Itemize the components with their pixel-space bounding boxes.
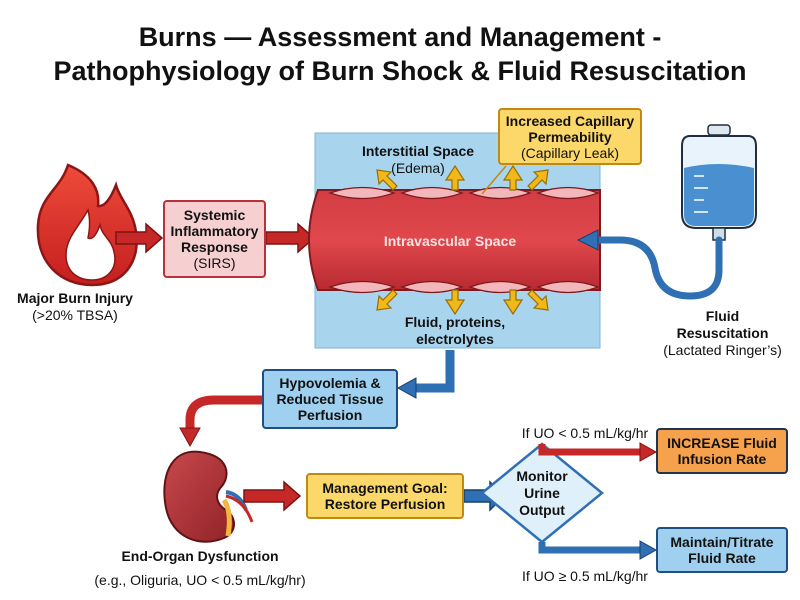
capillary-permeability-box: Increased Capillary Permeability (Capill…: [498, 108, 642, 165]
capillary-line-1: Increased Capillary: [505, 112, 635, 129]
maintain-line-2: Fluid Rate: [688, 550, 756, 566]
burn-name: Major Burn Injury: [17, 290, 133, 306]
monitor-line-3: Output: [519, 502, 565, 518]
goal-line-1: Management Goal:: [322, 480, 448, 496]
monitor-label: Monitor Urine Output: [502, 468, 582, 519]
hypovolemia-line-2: Reduced Tissue: [276, 391, 384, 407]
capillary-line-2: Permeability: [528, 128, 612, 145]
fluid-proteins-label: Fluid, proteins, electrolytes: [380, 314, 530, 348]
condition-low: If UO < 0.5 mL/kg/hr: [521, 425, 649, 441]
maintain-line-1: Maintain/Titrate: [670, 534, 774, 550]
arrow-monitor-to-maintain: [538, 542, 642, 554]
iv-bag-icon: [681, 124, 757, 241]
arrow-vessel-to-hypovolemia: [414, 350, 455, 393]
sirs-box: Systemic Inflammatory Response (SIRS): [163, 200, 266, 278]
condition-high: If UO ≥ 0.5 mL/kg/hr: [522, 568, 648, 584]
interstitial-name: Interstitial Space: [361, 143, 475, 159]
interstitial-label: Interstitial Space (Edema): [348, 143, 488, 177]
burn-label: Major Burn Injury (>20% TBSA): [0, 290, 150, 324]
fluid-line-2: electrolytes: [416, 331, 494, 347]
kidney-icon: [163, 450, 254, 543]
maintain-fluid-box: Maintain/Titrate Fluid Rate: [656, 527, 788, 573]
sirs-line-2: Inflammatory: [170, 223, 259, 239]
increase-line-1: INCREASE Fluid: [667, 435, 777, 451]
sirs-detail: (SIRS): [193, 255, 236, 271]
management-goal-box: Management Goal: Restore Perfusion: [306, 473, 464, 519]
organ-name: End-Organ Dysfunction: [121, 548, 279, 564]
intravascular-label: Intravascular Space: [383, 233, 517, 249]
resuscitation-detail: (Lactated Ringer’s): [663, 342, 782, 358]
title-line-2: Pathophysiology of Burn Shock & Fluid Re…: [53, 56, 747, 86]
organ-detail: (e.g., Oliguria, UO < 0.5 mL/kg/hr): [94, 572, 306, 588]
arrow-kidney-to-goal: [243, 480, 302, 512]
blood-vessel: [308, 186, 601, 294]
arrow-burn-to-sirs: [115, 222, 164, 254]
fluid-line-1: Fluid, proteins,: [404, 314, 506, 330]
increase-line-2: Infusion Rate: [677, 451, 767, 467]
resuscitation-label: Fluid Resuscitation (Lactated Ringer’s): [650, 308, 795, 359]
arrow-sirs-to-vessel: [265, 222, 316, 254]
iv-arrowhead: [576, 229, 599, 251]
sirs-line-1: Systemic: [183, 207, 246, 223]
arrow-monitor-to-increase: [538, 444, 642, 456]
capillary-note-leader: [481, 165, 507, 195]
interstitial-edema: (Edema): [391, 160, 445, 176]
monitor-line-1: Monitor: [516, 468, 568, 484]
burn-detail: (>20% TBSA): [32, 307, 118, 323]
capillary-detail: (Capillary Leak): [520, 144, 620, 161]
hypovolemia-line-1: Hypovolemia &: [279, 375, 381, 391]
capillary-leak-arrows: [376, 164, 549, 316]
increase-fluid-box: INCREASE Fluid Infusion Rate: [656, 428, 788, 474]
monitor-line-2: Urine: [524, 485, 560, 501]
goal-line-2: Restore Perfusion: [324, 496, 446, 512]
sirs-line-3: Response: [181, 239, 248, 255]
hypovolemia-box: Hypovolemia & Reduced Tissue Perfusion: [262, 369, 398, 429]
resuscitation-line-2: Resuscitation: [676, 325, 769, 341]
arrow-hypovolemia-to-kidney: [185, 395, 262, 430]
iv-tubing: [592, 236, 723, 300]
title-line-1: Burns — Assessment and Management -: [138, 22, 662, 52]
resuscitation-line-1: Fluid: [705, 308, 740, 324]
fire-icon: [36, 163, 138, 287]
hypovolemia-line-3: Perfusion: [297, 407, 363, 423]
